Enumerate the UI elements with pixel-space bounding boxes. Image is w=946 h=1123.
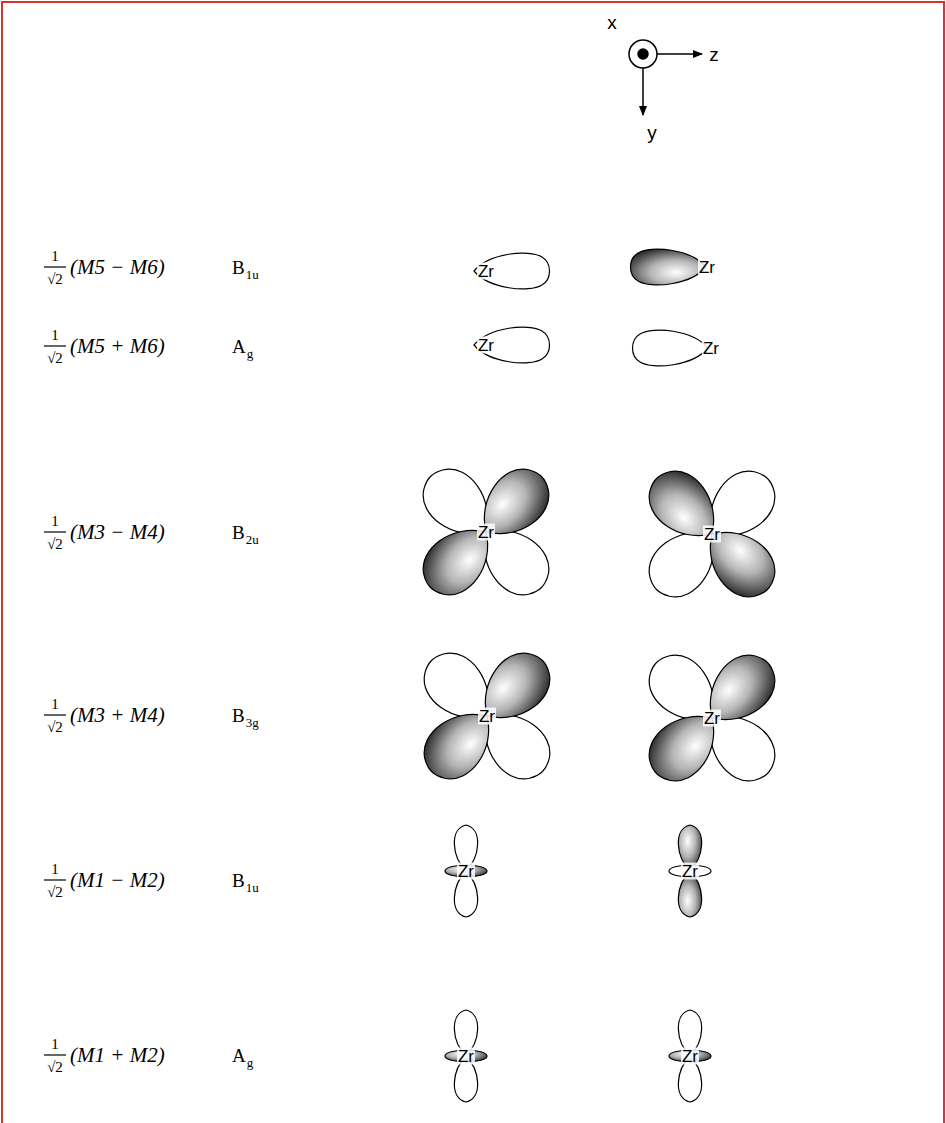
atom-label: Zr (703, 526, 721, 543)
axis-label: y (647, 123, 657, 142)
atom-label: Zr (457, 863, 475, 880)
symmetry-label: B (232, 871, 245, 890)
orbital-combination: (M5 + M6) (70, 336, 165, 357)
fraction-numerator: 1 (51, 862, 59, 877)
atom-label: Zr (477, 263, 495, 280)
orbital-combination: (M3 + M4) (70, 705, 165, 726)
atom-label: Zr (681, 863, 699, 880)
atom-label: Zr (681, 1048, 699, 1065)
atom-label: Zr (703, 710, 721, 727)
fraction-numerator: 1 (51, 1037, 59, 1052)
symmetry-label: A (232, 337, 246, 356)
orbital-lobes (411, 249, 787, 1102)
fraction-bar (44, 267, 66, 1055)
symmetry-subscript: 2u (246, 533, 259, 546)
symmetry-subscript: 1u (246, 268, 259, 281)
symmetry-label: B (232, 523, 245, 542)
fraction-numerator: 1 (51, 249, 59, 264)
fraction-denominator: √2 (47, 272, 63, 287)
fraction-denominator: √2 (47, 720, 63, 735)
fraction-denominator: √2 (47, 537, 63, 552)
axis-label: z (709, 45, 719, 64)
symmetry-label: A (232, 1046, 246, 1065)
orbital-combination: (M1 + M2) (70, 1045, 165, 1066)
atom-label: Zr (698, 259, 716, 276)
fraction-numerator: 1 (51, 514, 59, 529)
symmetry-label: B (232, 258, 245, 277)
atom-label: Zr (457, 1048, 475, 1065)
symmetry-subscript: 1u (246, 881, 259, 894)
fraction-denominator: √2 (47, 885, 63, 900)
atom-label: Zr (702, 340, 720, 357)
axis-symbol (629, 40, 702, 115)
fraction-numerator: 1 (51, 328, 59, 343)
fraction-numerator: 1 (51, 697, 59, 712)
symmetry-subscript: g (247, 1056, 254, 1069)
orbital-combination: (M5 − M6) (70, 257, 165, 278)
symmetry-label: B (232, 706, 245, 725)
symmetry-subscript: g (247, 347, 254, 360)
atom-label: Zr (478, 708, 496, 725)
symmetry-subscript: 3g (246, 716, 259, 729)
fraction-denominator: √2 (47, 1060, 63, 1075)
fraction-denominator: √2 (47, 351, 63, 366)
atom-label: Zr (477, 337, 495, 354)
axis-label: x (607, 13, 617, 32)
orbital-combination: (M1 − M2) (70, 870, 165, 891)
orbital-combination: (M3 − M4) (70, 522, 165, 543)
atom-label: Zr (477, 524, 495, 541)
